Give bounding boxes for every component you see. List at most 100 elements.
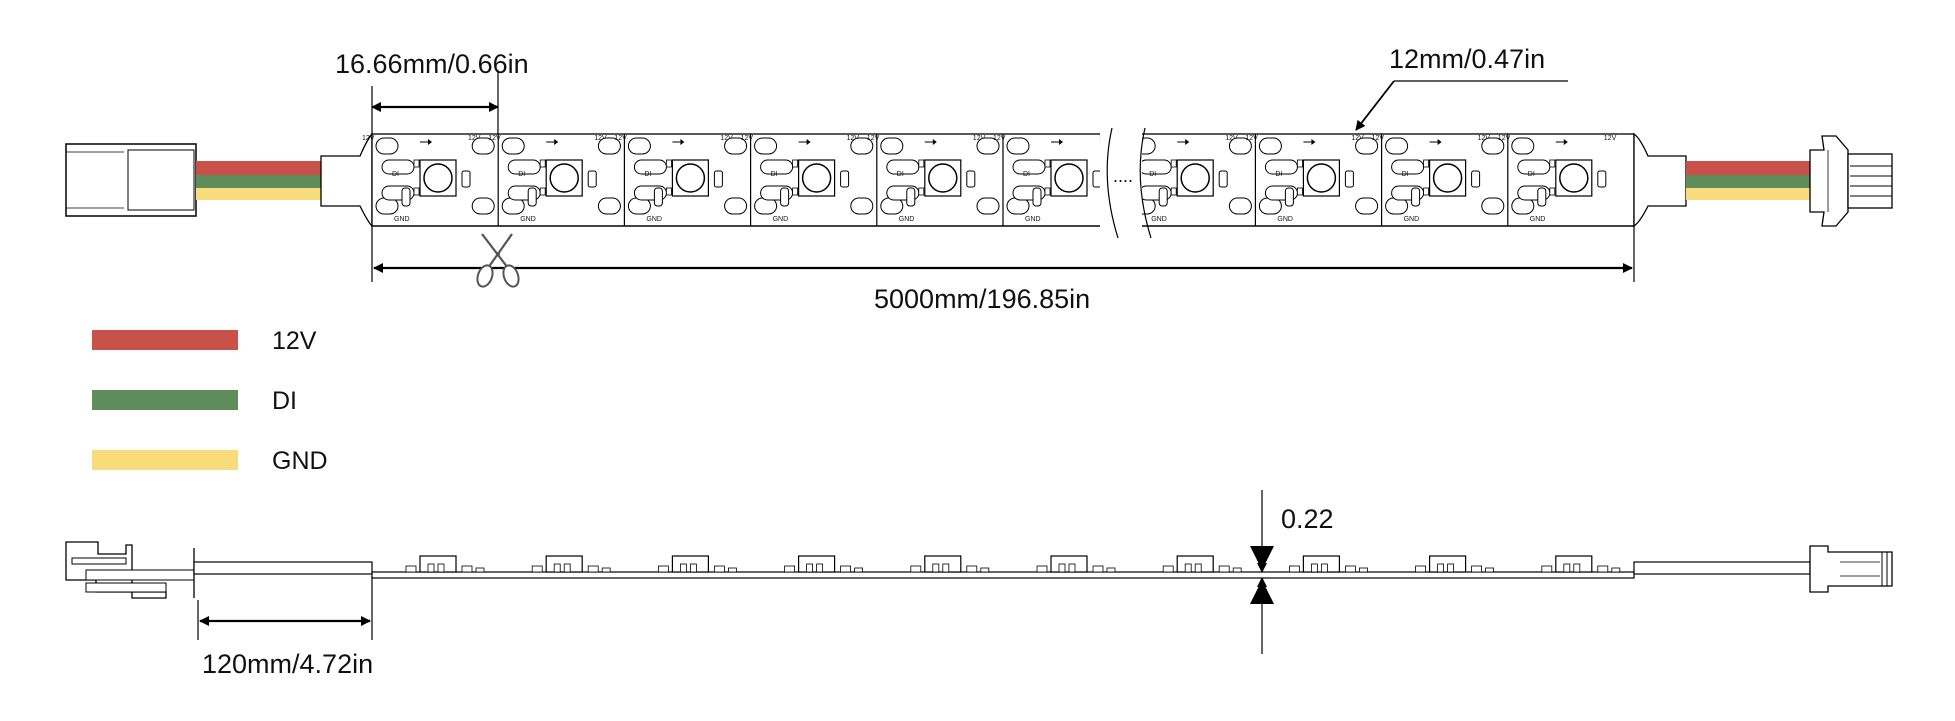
strip-segment: 12V 12V DI GND [362, 135, 481, 223]
arrow-right-icon [1429, 139, 1442, 145]
capacitor [1092, 170, 1102, 188]
pad-label-12v: 12V [488, 135, 501, 142]
right-end-cap [1633, 132, 1687, 228]
pad-label-gnd: GND [520, 216, 536, 223]
length-label: 5000mm/196.85in [874, 284, 1090, 314]
pad-label-12v: 12V [1351, 135, 1364, 142]
wire-12v-right [1686, 161, 1810, 175]
capacitor [1597, 170, 1607, 188]
wire-12v-left [196, 161, 321, 175]
capacitor [1218, 170, 1228, 188]
pad-label-12v: 12V [973, 135, 986, 142]
pad-label-di: DI [644, 171, 651, 178]
legend-item: GND [92, 447, 328, 475]
pad-label-12v: 12V [362, 135, 375, 142]
width-callout: 12mm/0.47in [1355, 44, 1568, 131]
capacitor [966, 170, 976, 188]
pitch-dimension: 16.66mm/0.66in [335, 49, 529, 134]
wire-di-right [1686, 175, 1810, 188]
width-label: 12mm/0.47in [1389, 44, 1545, 74]
top-view: 12V 12V DI GND 12V 12V DI GND 12V 12V DI GND 12V 12V D… [65, 44, 1893, 314]
strip-segment: 12V 12V DI GND [850, 134, 986, 226]
capacitor [840, 170, 850, 188]
pad-label-12v: 12V [993, 135, 1006, 142]
pad-label-di: DI [392, 171, 399, 178]
wire-di-left [196, 175, 321, 188]
lead-label: 120mm/4.72in [202, 649, 373, 679]
pad-label-di: DI [1023, 171, 1030, 178]
scissors-icon [476, 233, 520, 288]
gap-marker: .... [1113, 166, 1133, 186]
capacitor [587, 170, 597, 188]
pad-label-12v: 12V [847, 135, 860, 142]
wire-gnd-left [196, 188, 321, 200]
side-strip [371, 571, 1635, 579]
side-led [910, 555, 990, 573]
side-led [1036, 555, 1116, 573]
right-wires [1686, 161, 1810, 200]
lead-dimension: 120mm/4.72in [197, 576, 373, 679]
side-view: 120mm/4.72in 0.22 [65, 490, 1893, 679]
left-end-cap [320, 132, 373, 228]
pad-label-di: DI [771, 171, 778, 178]
pad-label-gnd: GND [1404, 216, 1420, 223]
legend-swatch [92, 450, 238, 470]
strip-segment: 12V 12V DI GND [471, 134, 607, 226]
wire-gnd-right [1686, 188, 1810, 200]
length-dimension: 5000mm/196.85in [371, 226, 1635, 314]
pad-label-12v: 12V [468, 135, 481, 142]
capacitor [1471, 170, 1481, 188]
legend-label: GND [272, 447, 328, 475]
pad-label-12v: 12V [1225, 135, 1238, 142]
pad-label-12v: 12V [1498, 135, 1511, 142]
arrow-right-icon [1555, 139, 1568, 145]
pad-label-gnd: GND [1277, 216, 1293, 223]
pad-label-gnd: GND [1151, 216, 1167, 223]
pad-label-gnd: GND [646, 216, 662, 223]
pad-label-di: DI [1149, 171, 1156, 178]
side-led [405, 555, 485, 573]
legend-label: 12V [272, 327, 317, 355]
pad-label-12v: 12V [614, 135, 627, 142]
pad-label-di: DI [1528, 171, 1535, 178]
pad-label-di: DI [518, 171, 525, 178]
arrow-right-icon [672, 139, 685, 145]
arrow-right-icon [924, 139, 937, 145]
legend-item: 12V [92, 327, 317, 355]
left-connector [65, 143, 197, 217]
side-led [1289, 555, 1368, 573]
side-led [784, 555, 863, 573]
side-left-connector [65, 541, 195, 599]
pad-label-di: DI [1275, 171, 1282, 178]
legend-swatch [92, 390, 238, 410]
pad-label-12v: 12V [1478, 135, 1491, 142]
pad-label-gnd: GND [899, 216, 915, 223]
capacitor [1344, 170, 1354, 188]
strip-segment: 12V 12V DI GND [597, 134, 733, 226]
right-connector [1809, 135, 1893, 227]
strip-segment: 12V 12V DI GND [1228, 134, 1364, 226]
pad-label-12v: 12V [1604, 135, 1617, 142]
pad-label-di: DI [897, 171, 904, 178]
pad-label-12v: 12V [867, 135, 880, 142]
pitch-label: 16.66mm/0.66in [335, 49, 529, 79]
thickness-label: 0.22 [1281, 504, 1334, 534]
legend-swatch [92, 330, 238, 350]
capacitor [461, 170, 471, 188]
side-led [1541, 555, 1621, 573]
pad-label-gnd: GND [394, 216, 410, 223]
arrow-right-icon [798, 139, 811, 145]
legend-label: DI [272, 387, 297, 415]
arrow-right-icon [546, 139, 559, 145]
legend-item: DI [92, 387, 297, 415]
side-right-connector [1809, 545, 1893, 593]
pad-label-gnd: GND [773, 216, 789, 223]
side-lead-wire [193, 561, 373, 575]
pad-label-12v: 12V [594, 135, 607, 142]
